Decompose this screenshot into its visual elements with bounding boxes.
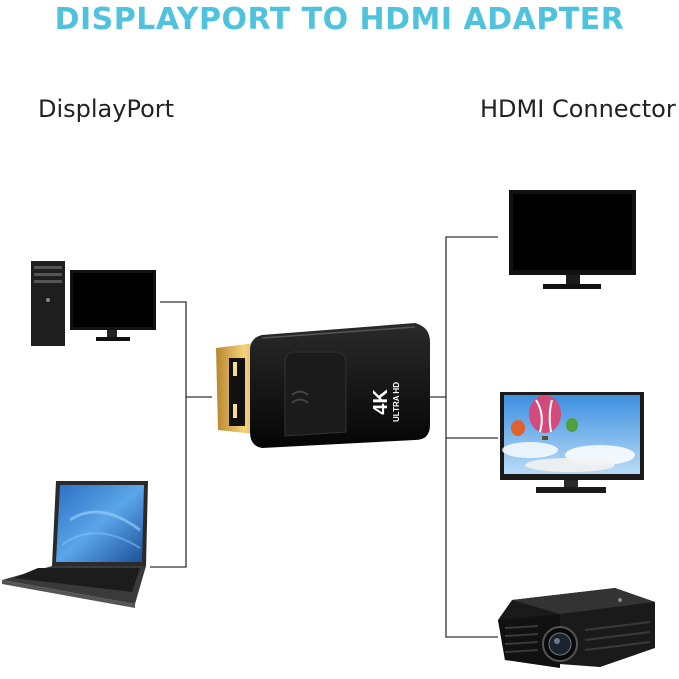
- hdmi-connector-label: HDMI Connector: [480, 95, 676, 123]
- adapter-icon: [216, 323, 430, 448]
- desktop-pc-icon: [31, 261, 156, 346]
- line-desktop: [160, 301, 187, 397]
- connection-lines: [150, 236, 498, 638]
- line-tv: [445, 236, 498, 638]
- monitor-icon: [500, 392, 644, 493]
- tv-icon: [509, 190, 636, 289]
- displayport-label: DisplayPort: [38, 95, 175, 123]
- badge-ultra-hd-text: ULTRA HD: [392, 382, 401, 422]
- badge-4k: 4K ULTRA HD: [370, 382, 401, 422]
- projector-icon: [498, 588, 655, 668]
- laptop-icon: [2, 481, 148, 608]
- badge-4k-text: 4K: [370, 389, 392, 415]
- line-laptop: [150, 397, 187, 568]
- page-title: DISPLAYPORT TO HDMI ADAPTER: [54, 2, 625, 37]
